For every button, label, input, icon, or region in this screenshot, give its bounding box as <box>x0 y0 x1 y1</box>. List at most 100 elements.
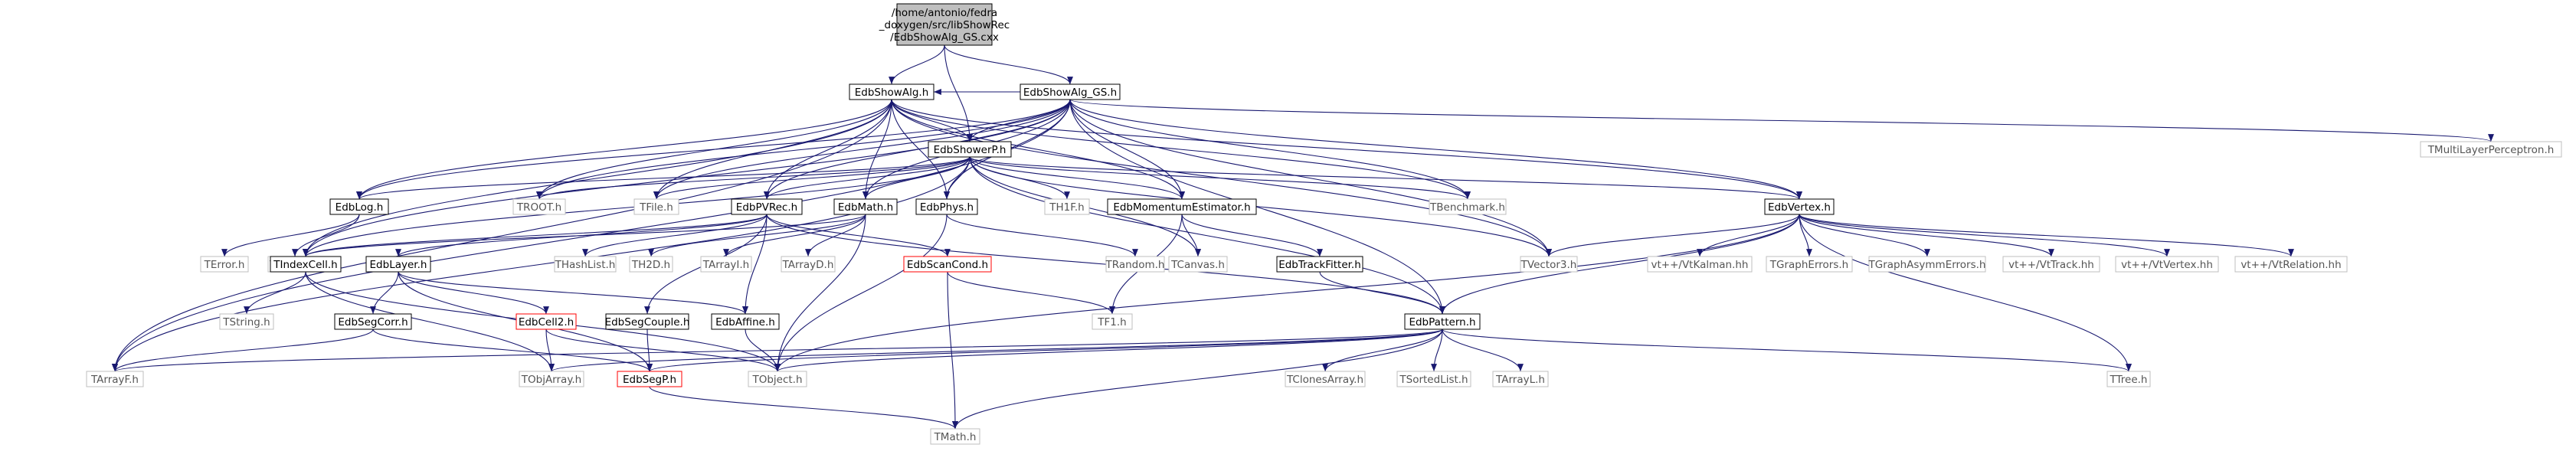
edge-root-to-EdbShowAlg_h <box>889 44 945 85</box>
edge-EdbPattern_h-to-EdbSegP_h <box>646 328 1443 372</box>
edge-EdbLayer_h-to-EdbSegCorr_h <box>370 271 399 315</box>
node-EdbMath_h[interactable]: EdbMath.h <box>833 198 898 215</box>
node-TCanvas_h: TCanvas.h <box>1168 256 1228 273</box>
node-TArrayD_h: TArrayD.h <box>781 256 836 273</box>
edge-EdbPVRec_h-to-EdbPattern_h <box>766 214 1445 315</box>
node-box <box>2106 371 2151 387</box>
edge-EdbShowAlg_h-to-TROOT_h <box>536 99 892 200</box>
node-box <box>1764 198 1835 215</box>
node-TFile_h: TFile.h <box>633 198 679 215</box>
edge-EdbShowAlg_h-to-TIndexCell_h <box>303 99 892 257</box>
node-EdbSegCorr_h[interactable]: EdbSegCorr.h <box>334 313 412 330</box>
node-box <box>605 313 689 330</box>
edge-EdbShowAlg_GS_h-to-TBenchmark_h <box>1069 99 1471 200</box>
node-EdbTrackFitter_h[interactable]: EdbTrackFitter.h <box>1276 256 1363 273</box>
node-EdbLog_h[interactable]: EdbLog.h <box>329 198 389 215</box>
edge-EdbPVRec_h-to-TIndexCell_h <box>303 214 768 257</box>
edge-EdbPattern_h-to-TTree_h <box>1442 328 2132 372</box>
edge-EdbTrackFitter_h-to-EdbPattern_h <box>1319 271 1445 315</box>
node-box <box>903 256 992 273</box>
edge-EdbShowerP_h-to-TVector3_h <box>969 156 1552 257</box>
node-EdbAffine_h[interactable]: EdbAffine.h <box>711 313 780 330</box>
node-box <box>748 371 807 387</box>
node-EdbShowAlg_GS_h[interactable]: EdbShowAlg_GS.h <box>1020 83 1121 100</box>
edge-EdbPhys_h-to-TObject_h <box>774 214 948 372</box>
node-label: EdbLog.h <box>336 201 384 214</box>
edge-EdbLog_h-to-TError_h <box>221 214 360 257</box>
node-EdbPhys_h[interactable]: EdbPhys.h <box>915 198 978 215</box>
edge-EdbLayer_h-to-EdbCell2_h <box>398 271 549 315</box>
node-box <box>1107 198 1257 215</box>
node-TH2D_h: TH2D.h <box>629 256 673 273</box>
node-label: EdbTrackFitter.h <box>1278 259 1361 271</box>
node-box <box>1429 198 1507 215</box>
node-EdbSegCouple_h[interactable]: EdbSegCouple.h <box>605 313 690 330</box>
node-label: TBenchmark.h <box>1429 201 1505 214</box>
node-EdbCell2_h[interactable]: EdbCell2.h <box>516 313 577 330</box>
node-TIndexCell_h[interactable]: TIndexCell.h <box>270 256 342 273</box>
node-label: TMath.h <box>934 431 977 443</box>
node-box <box>915 198 978 215</box>
edge-EdbLayer_h-to-EdbAffine_h <box>398 271 748 315</box>
node-vtKalman_hh: vt++/VtKalman.hh <box>1647 256 1753 273</box>
node-TObject_h: TObject.h <box>748 371 807 387</box>
node-EdbSegP_h[interactable]: EdbSegP.h <box>617 371 682 387</box>
edge-EdbShowerP_h-to-EdbPVRec_h <box>764 156 971 200</box>
edge-EdbShowAlg_GS_h-to-EdbMomentumEstimator_h <box>1069 99 1185 200</box>
node-label: EdbCell2.h <box>519 316 574 328</box>
node-box <box>2234 256 2348 273</box>
node-EdbVertex_h[interactable]: EdbVertex.h <box>1764 198 1835 215</box>
node-label: EdbAffine.h <box>715 316 775 328</box>
node-label: TArrayL.h <box>1495 374 1545 386</box>
edge-EdbShowAlg_GS_h-to-TIndexCell_h <box>303 99 1071 257</box>
node-label: EdbShowAlg_GS.h <box>1023 87 1117 99</box>
node-box <box>629 256 673 273</box>
node-label: EdbMath.h <box>838 201 893 214</box>
node-EdbLayer_h[interactable]: EdbLayer.h <box>365 256 431 273</box>
edge-EdbVertex_h-to-TVector3_h <box>1546 214 1800 257</box>
edge-root-to-EdbShowAlg_GS_h <box>944 44 1073 85</box>
node-TClonesArray_h: TClonesArray.h <box>1285 371 1366 387</box>
node-label: TF1.h <box>1097 316 1126 328</box>
node-label: TClonesArray.h <box>1286 374 1363 386</box>
node-label: EdbShowAlg.h <box>855 87 929 99</box>
edge-EdbShowAlg_h-to-TBenchmark_h <box>891 99 1471 200</box>
edge-EdbVertex_h-to-TTree_h <box>1799 214 2132 372</box>
node-label: TH2D.h <box>631 259 670 271</box>
node-TTree_h: TTree.h <box>2106 371 2151 387</box>
edge-EdbMath_h-to-TIndexCell_h <box>303 214 866 257</box>
node-EdbShowAlg_h[interactable]: EdbShowAlg.h <box>849 83 934 100</box>
node-TMath_h: TMath.h <box>930 428 980 445</box>
edge-EdbCell2_h-to-TObjArray_h <box>545 328 555 372</box>
edge-EdbShowAlg_GS_h-to-TVector3_h <box>1069 99 1552 257</box>
node-EdbScanCond_h[interactable]: EdbScanCond.h <box>903 256 992 273</box>
edge-EdbPattern_h-to-TArrayF_h <box>112 328 1443 372</box>
node-TString_h: TString.h <box>219 313 274 330</box>
node-label: TObjArray.h <box>521 374 581 386</box>
edge-EdbPVRec_h-to-THashList_h <box>582 214 768 257</box>
node-vtRelation_hh: vt++/VtRelation.hh <box>2234 256 2348 273</box>
edge-EdbPattern_h-to-TArrayL_h <box>1442 328 1524 372</box>
edge-EdbSegCorr_h-to-TArrayF_h <box>112 328 374 372</box>
edge-EdbPattern_h-to-TMath_h <box>952 328 1443 430</box>
edge-EdbShowAlg_h-to-EdbLog_h <box>356 99 892 200</box>
node-EdbMomentumEstimator_h[interactable]: EdbMomentumEstimator.h <box>1107 198 1257 215</box>
node-EdbShowerP_h[interactable]: EdbShowerP.h <box>928 141 1012 158</box>
node-box <box>554 256 617 273</box>
node-box <box>200 256 249 273</box>
node-box <box>731 198 803 215</box>
edge-EdbVertex_h-to-vtKalman_hh <box>1697 214 1800 257</box>
node-EdbPattern_h[interactable]: EdbPattern.h <box>1404 313 1481 330</box>
node-label: TRandom.h <box>1105 259 1165 271</box>
node-label: vt++/VtVertex.hh <box>2121 259 2213 271</box>
node-box <box>711 313 780 330</box>
node-box <box>1092 313 1133 330</box>
node-label: TGraphErrors.h <box>1769 259 1848 271</box>
node-EdbPVRec_h[interactable]: EdbPVRec.h <box>731 198 803 215</box>
edge-EdbScanCond_h-to-TF1_h <box>947 271 1115 315</box>
node-TH1F_h: TH1F.h <box>1044 198 1090 215</box>
node-box <box>519 371 584 387</box>
node-TArrayI_h: TArrayI.h <box>700 256 752 273</box>
node-label: TVector3.h <box>1520 259 1577 271</box>
